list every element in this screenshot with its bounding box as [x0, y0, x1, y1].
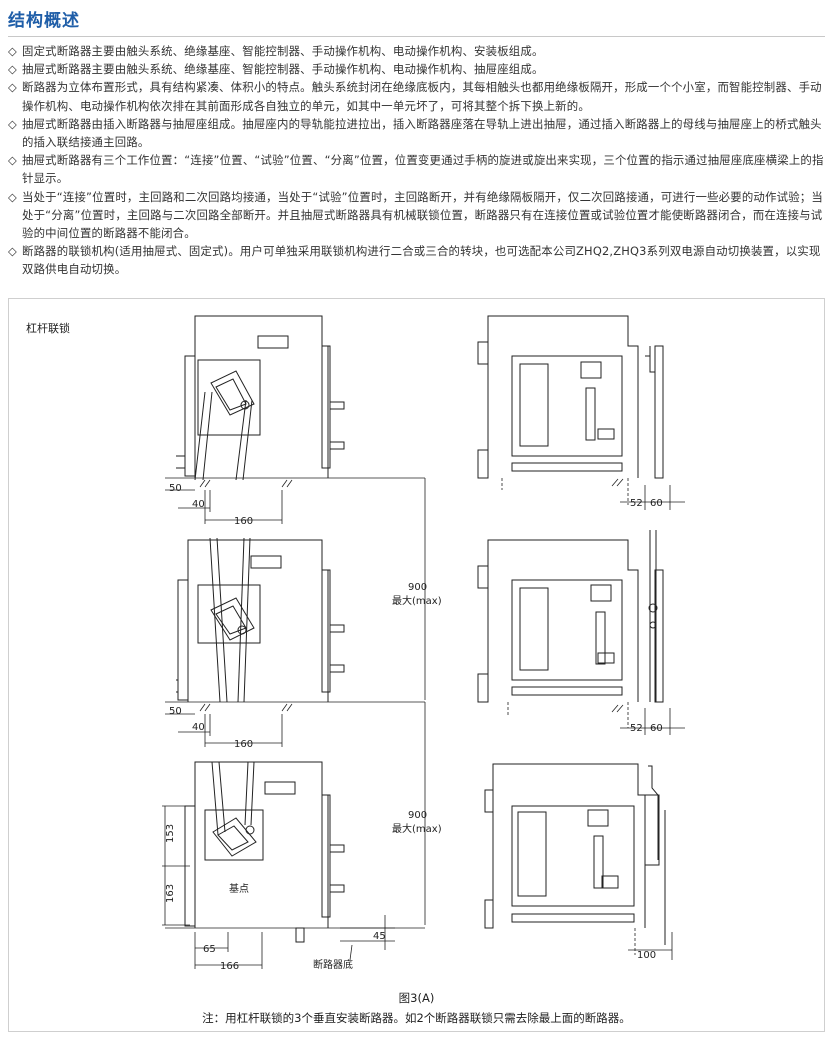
- dim-52-top: 52: [630, 498, 643, 509]
- breaker-side-view-middle: [176, 537, 345, 703]
- dimension-lines-top: [165, 489, 283, 524]
- diamond-bullet-icon: ◇: [8, 80, 17, 95]
- breaker-side-view-top: [176, 315, 345, 481]
- title-divider: [8, 36, 825, 37]
- bullet-item: ◇断路器的联锁机构(适用抽屉式、固定式)。用户可单独采用联锁机构进行二合或三合的…: [8, 244, 821, 277]
- bullet-item: ◇抽屉式断路器主要由触头系统、绝缘基座、智能控制器、手动操作机构、电动操作机构、…: [8, 60, 830, 78]
- diamond-bullet-icon: ◇: [8, 62, 17, 77]
- dim-166: 166: [220, 961, 239, 972]
- breaker-front-view-top: [477, 315, 664, 479]
- dimension-lines-middle: [165, 713, 283, 747]
- bullet-item: ◇当处于“连接”位置时，主回路和二次回路均接通，当处于“试验”位置时，主回路断开…: [8, 189, 823, 241]
- breaker-base-label: 断路器底: [313, 958, 353, 971]
- dim-163: 163: [165, 884, 176, 903]
- bullet-item: ◇断路器为立体布置形式，具有结构紧凑、体积小的特点。触头系统封闭在绝缘底板内，其…: [8, 80, 822, 113]
- diamond-bullet-icon: ◇: [8, 244, 17, 259]
- section-title: 结构概述: [8, 11, 80, 31]
- breaker-side-view-bottom: [184, 761, 345, 943]
- diamond-bullet-icon: ◇: [8, 189, 17, 204]
- dim-52-middle: 52: [630, 723, 643, 734]
- dim-max-upper: 最大(max): [392, 594, 442, 607]
- dim-50-middle: 50: [169, 706, 182, 717]
- diamond-bullet-icon: ◇: [8, 153, 17, 168]
- breaker-front-view-middle: [477, 530, 664, 703]
- bullet-list: ◇固定式断路器主要由触头系统、绝缘基座、智能控制器、手动操作机构、电动操作机构、…: [8, 42, 830, 279]
- figure-label: 杠杆联锁: [26, 322, 70, 335]
- dim-65: 65: [203, 944, 216, 955]
- dim-50-top: 50: [169, 483, 182, 494]
- figure-caption: 图3(A): [398, 991, 435, 1005]
- dim-100: 100: [637, 950, 656, 961]
- figure-note: 注：用杠杆联锁的3个垂直安装断路器。如2个断路器联锁只需去除最上面的断路器。: [202, 1011, 631, 1025]
- dim-40-top: 40: [192, 499, 205, 510]
- dim-900-lower: 900: [408, 810, 427, 821]
- dim-160-middle: 160: [234, 739, 253, 750]
- dim-900-upper: 900: [408, 582, 427, 593]
- figure-frame: [8, 298, 825, 1032]
- diamond-bullet-icon: ◇: [8, 116, 17, 131]
- dim-60-top: 60: [650, 498, 663, 509]
- base-point-label: 基点: [229, 882, 249, 895]
- diamond-bullet-icon: ◇: [8, 44, 17, 58]
- dim-45: 45: [373, 931, 386, 942]
- dimension-lines-bottom: [162, 805, 395, 969]
- bullet-item: ◇固定式断路器主要由触头系统、绝缘基座、智能控制器、手动操作机构、电动操作机构、…: [8, 42, 830, 60]
- bullet-item: ◇抽屉式断路器由插入断路器与抽屉座组成。抽屉座内的导轨能拉进拉出，插入断路器座落…: [8, 116, 822, 150]
- bullet-item: ◇抽屉式断路器有三个工作位置：“连接”位置、“试验”位置、“分离”位置，位置变更…: [8, 153, 824, 186]
- dim-153: 153: [165, 824, 176, 843]
- breaker-front-view-bottom: [484, 763, 666, 945]
- dim-40-middle: 40: [192, 722, 205, 733]
- dim-160-top: 160: [234, 516, 253, 527]
- dim-60-middle: 60: [650, 723, 663, 734]
- dim-max-lower: 最大(max): [392, 822, 442, 835]
